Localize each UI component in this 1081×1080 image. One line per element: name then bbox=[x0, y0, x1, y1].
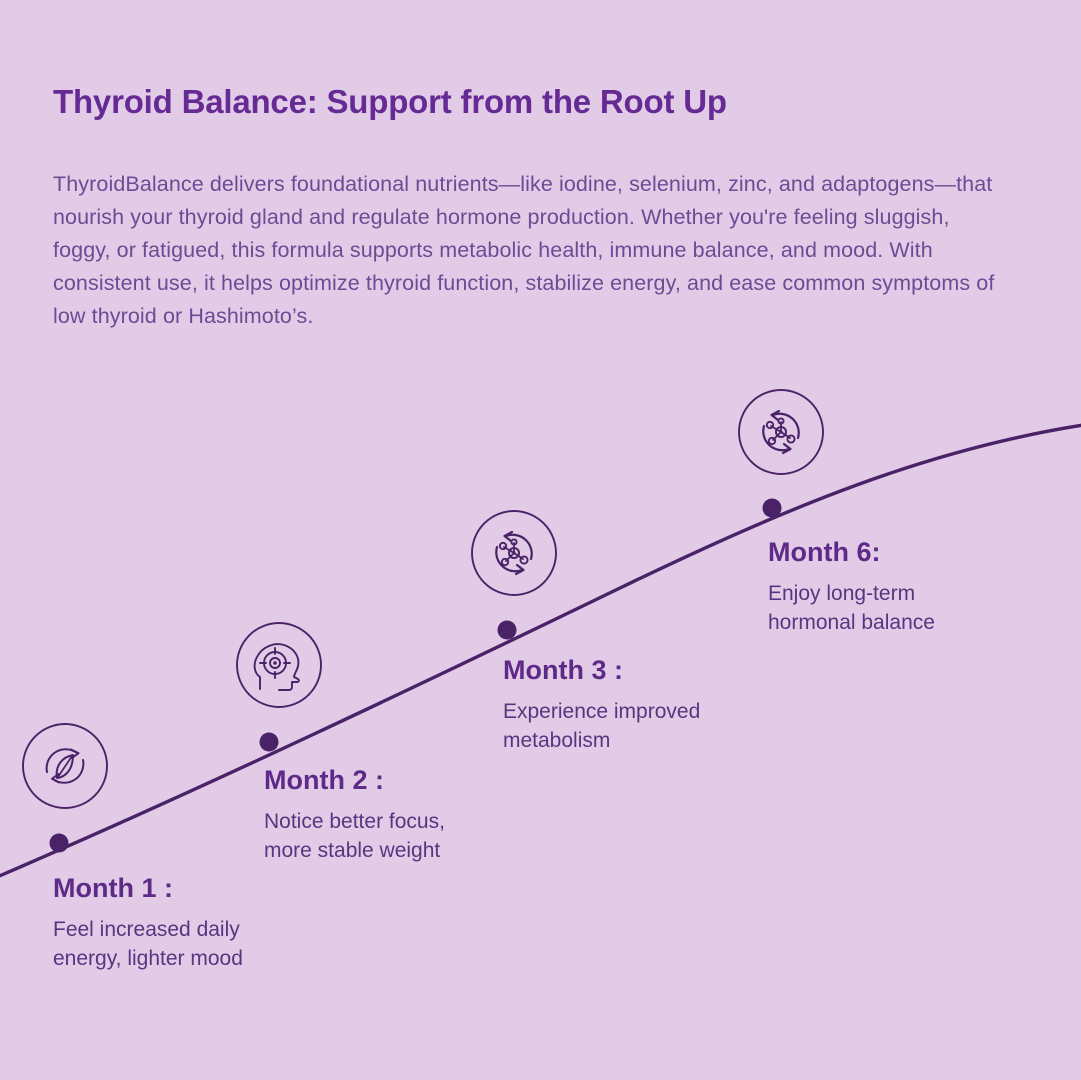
milestone-description: Feel increased daily energy, lighter moo… bbox=[53, 917, 243, 970]
milestone-month-1: Month 1 : Feel increased daily energy, l… bbox=[53, 872, 243, 973]
milestone-month-2: Month 2 : Notice better focus, more stab… bbox=[264, 764, 445, 865]
timeline-node-month-2 bbox=[259, 732, 279, 752]
timeline-progress-curve bbox=[0, 423, 1081, 878]
intro-paragraph: ThyroidBalance delivers foundational nut… bbox=[53, 172, 995, 328]
milestone-description: Notice better focus, more stable weight bbox=[264, 809, 445, 862]
timeline-node-month-3 bbox=[497, 620, 517, 640]
milestone-title: Month 1 : bbox=[53, 873, 173, 903]
timeline-node-month-6 bbox=[762, 498, 782, 518]
molecule-cycle-icon bbox=[470, 509, 558, 597]
milestone-description: Enjoy long-term hormonal balance bbox=[768, 581, 935, 634]
header-block: Thyroid Balance: Support from the Root U… bbox=[53, 82, 1023, 122]
timeline-node-month-1 bbox=[49, 833, 69, 853]
leaf-renewal-icon bbox=[21, 722, 109, 810]
head-focus-target-icon bbox=[235, 621, 323, 709]
milestone-description: Experience improved metabolism bbox=[503, 699, 701, 752]
milestone-title: Month 3 : bbox=[503, 655, 623, 685]
milestone-title: Month 6: bbox=[768, 537, 881, 567]
milestone-month-6: Month 6: Enjoy long-term hormonal balanc… bbox=[768, 536, 935, 637]
milestone-title: Month 2 : bbox=[264, 765, 384, 795]
milestone-month-3: Month 3 : Experience improved metabolism bbox=[503, 654, 700, 755]
molecule-cycle-icon bbox=[737, 388, 825, 476]
page-title: Thyroid Balance: Support from the Root U… bbox=[53, 83, 727, 120]
